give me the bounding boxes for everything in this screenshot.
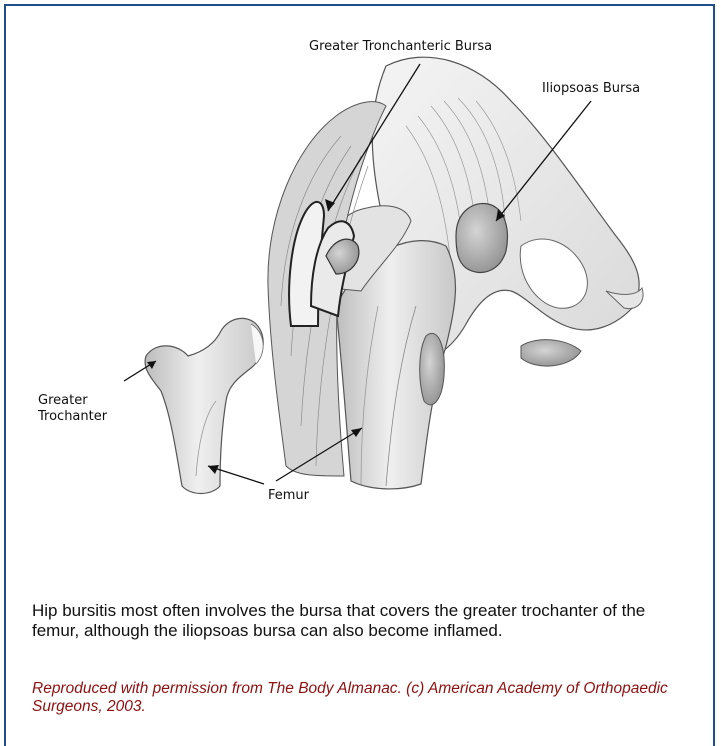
figure-frame: Greater Tronchanteric Bursa Iliopsoas Bu… [4,4,715,746]
label-femur: Femur [268,488,310,503]
figure-credit: Reproduced with permission from The Body… [32,680,687,716]
figure-caption: Hip bursitis most often involves the bur… [32,601,687,641]
label-iliopsoas-bursa: Iliopsoas Bursa [542,81,640,96]
label-greater-trochanteric-bursa: Greater Tronchanteric Bursa [309,39,492,54]
isolated-femur-drawing [145,318,263,493]
hip-anatomy-illustration: Greater Tronchanteric Bursa Iliopsoas Bu… [6,6,713,526]
label-greater-trochanter-line2: Trochanter [37,409,108,424]
label-greater-trochanter-line1: Greater [38,393,88,408]
